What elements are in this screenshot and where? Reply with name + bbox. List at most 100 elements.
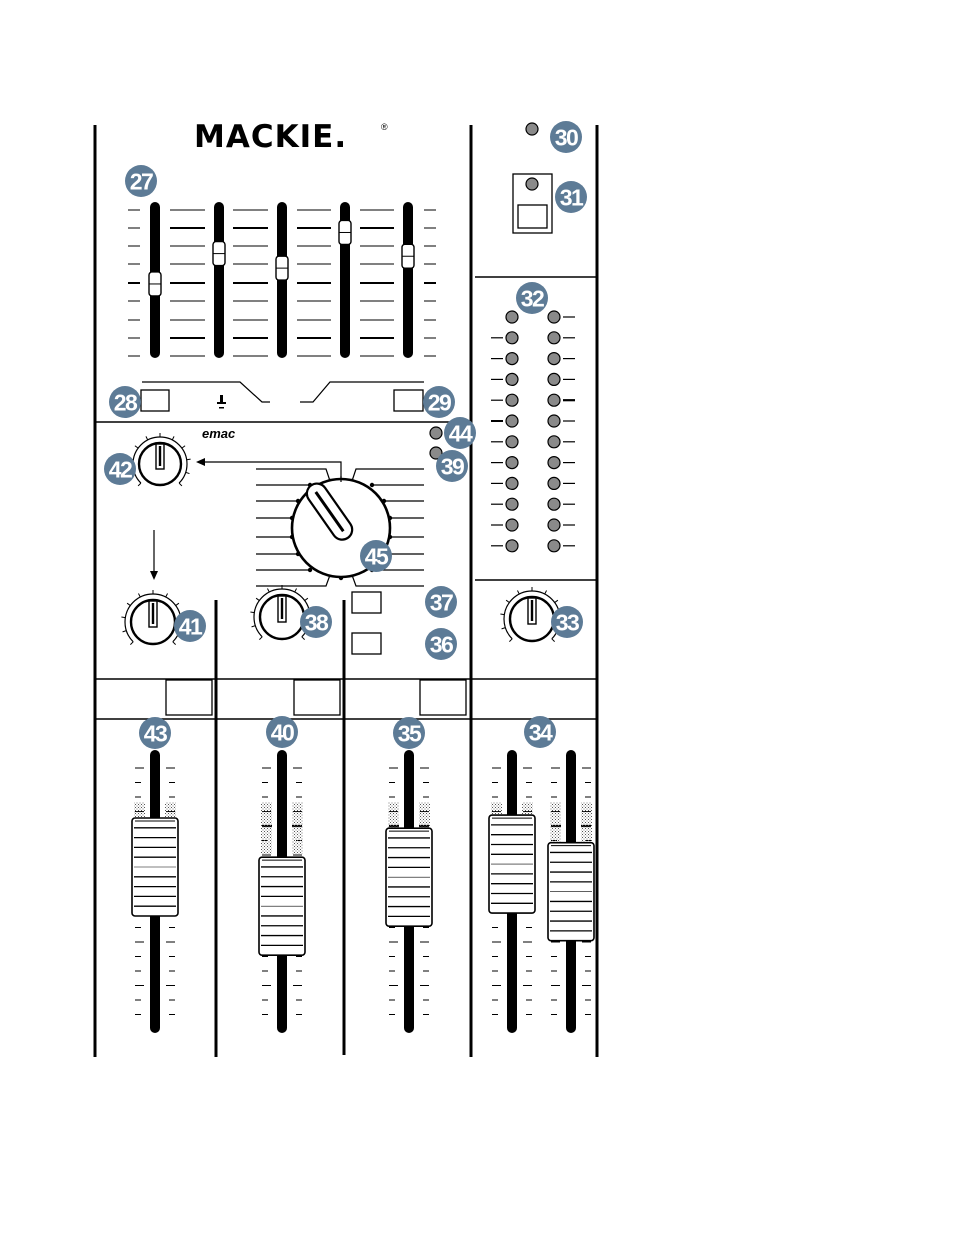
emac-led-upper	[430, 427, 442, 439]
meter-led-left	[506, 457, 518, 469]
callout-38: 38	[300, 606, 332, 638]
callout-36: 36	[425, 628, 457, 660]
meter-led-left	[506, 498, 518, 510]
callout-number: 31	[560, 185, 584, 211]
callout-28: 28	[109, 386, 141, 418]
eq-slider-2[interactable]	[213, 202, 225, 358]
eq-slider-5[interactable]	[402, 202, 414, 358]
registered-mark: ®	[381, 122, 388, 132]
callout-40: 40	[266, 716, 298, 748]
effects-button-upper[interactable]	[352, 592, 381, 613]
callout-42: 42	[104, 453, 136, 485]
meter-led-left	[506, 332, 518, 344]
channel-fader-3[interactable]	[386, 750, 432, 1033]
meter-led-left	[506, 373, 518, 385]
callout-number: 44	[449, 421, 473, 447]
eq-right-button[interactable]	[394, 390, 423, 411]
callout-39: 39	[436, 450, 468, 482]
callout-number: 37	[430, 590, 453, 616]
channel-fader-5[interactable]	[548, 750, 594, 1033]
meter-led-right	[548, 415, 560, 427]
callout-number: 34	[529, 720, 553, 746]
selector-line	[256, 575, 330, 586]
callout-number: 45	[365, 544, 389, 570]
meter-led-right	[548, 311, 560, 323]
callout-30: 30	[550, 121, 582, 153]
callout-number: 43	[144, 721, 167, 747]
meter-led-left	[506, 477, 518, 489]
meter-led-right	[548, 477, 560, 489]
label-strips	[166, 680, 466, 715]
callout-number: 41	[179, 614, 203, 640]
channel-fader-1[interactable]	[132, 750, 178, 1033]
emac-level-knob[interactable]	[129, 433, 190, 486]
eq-slider-3[interactable]	[276, 202, 288, 358]
selector-line	[352, 469, 424, 481]
emac-logo: emac	[202, 426, 236, 441]
channel-faders	[132, 750, 594, 1033]
meter-led-right	[548, 353, 560, 365]
callout-27: 27	[125, 165, 157, 197]
meter-led-left	[506, 540, 518, 552]
callout-34: 34	[524, 716, 556, 748]
callout-31: 31	[555, 181, 587, 213]
callout-number: 28	[114, 390, 138, 416]
meter-led-left	[506, 353, 518, 365]
callout-41: 41	[174, 610, 206, 642]
selector-line	[352, 575, 424, 586]
selector-dot	[370, 483, 374, 487]
meter-led-right	[548, 373, 560, 385]
callout-number: 39	[441, 454, 464, 480]
meter-led-right	[548, 457, 560, 469]
eq-left-button[interactable]	[141, 390, 169, 411]
meter-led-left	[506, 415, 518, 427]
meter-led-left	[506, 311, 518, 323]
switch-button[interactable]	[518, 205, 547, 228]
meter-led-right	[548, 332, 560, 344]
label-box-1	[166, 680, 212, 715]
meter-led-right	[548, 519, 560, 531]
callout-number: 29	[428, 390, 451, 416]
callout-number: 30	[555, 125, 578, 151]
level-meter	[491, 311, 575, 552]
label-box-3	[420, 680, 466, 715]
callout-37: 37	[425, 586, 457, 618]
switch-led	[526, 178, 538, 190]
callout-number: 35	[398, 721, 422, 747]
meter-led-left	[506, 394, 518, 406]
callout-45: 45	[360, 540, 392, 572]
eq-center-marker-icon	[217, 395, 226, 409]
callout-32: 32	[516, 282, 548, 314]
callout-number: 42	[109, 457, 132, 483]
callout-number: 38	[305, 610, 329, 636]
eq-button-brackets	[142, 382, 424, 402]
power-led	[526, 123, 538, 135]
channel-knob-left[interactable]	[121, 590, 184, 645]
label-box-2	[294, 680, 340, 715]
selector-line	[256, 469, 330, 481]
channel-fader-4[interactable]	[489, 750, 535, 1033]
callout-33: 33	[551, 606, 583, 638]
eq-sliders	[149, 202, 414, 358]
callout-number: 40	[271, 720, 294, 746]
callout-29: 29	[423, 386, 455, 418]
callout-44: 44	[444, 417, 476, 449]
eq-slider-4[interactable]	[339, 202, 351, 358]
meter-led-right	[548, 540, 560, 552]
callout-number: 32	[521, 286, 544, 312]
callout-number: 27	[130, 169, 153, 195]
meter-led-left	[506, 436, 518, 448]
meter-led-right	[548, 498, 560, 510]
eq-slider-1[interactable]	[149, 202, 161, 358]
callout-number: 36	[430, 632, 453, 658]
callout-35: 35	[393, 717, 425, 749]
effects-button-lower[interactable]	[352, 633, 381, 654]
meter-led-left	[506, 519, 518, 531]
callout-number: 33	[556, 610, 579, 636]
mackie-logo: MACKIE.	[194, 119, 347, 155]
meter-led-right	[548, 394, 560, 406]
channel-fader-2[interactable]	[259, 750, 305, 1033]
meter-led-right	[548, 436, 560, 448]
callout-43: 43	[139, 717, 171, 749]
